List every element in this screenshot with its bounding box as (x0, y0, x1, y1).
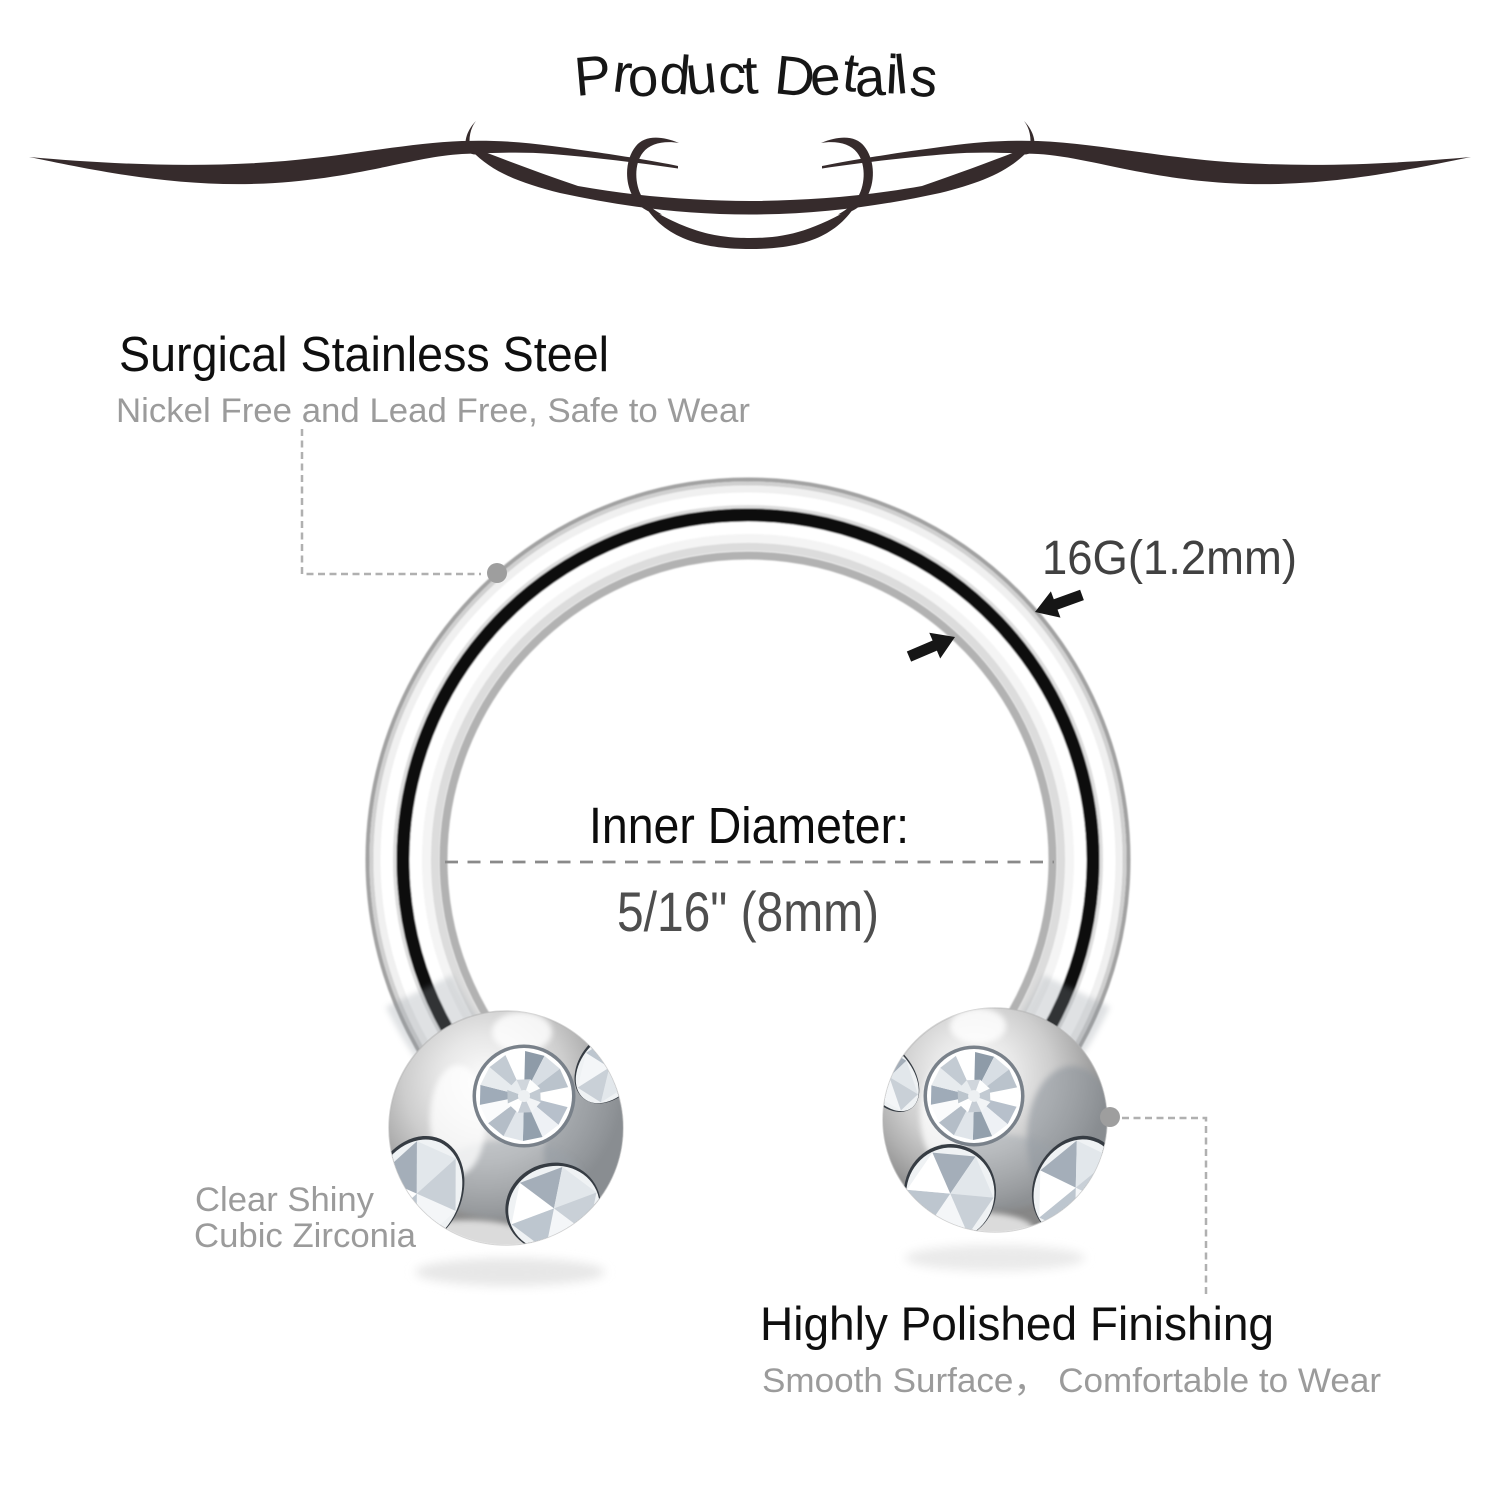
svg-text:Nickel Free and Lead Free, Saf: Nickel Free and Lead Free, Safe to Wear (116, 392, 750, 430)
svg-text:Smooth Surface， Comfortable t: Smooth Surface， Comfortable to Wear (762, 1362, 1381, 1400)
svg-text:Surgical Stainless Steel: Surgical Stainless Steel (119, 328, 609, 382)
svg-text:Cubic Zirconia: Cubic Zirconia (194, 1217, 416, 1255)
svg-text:Product Details: Product Details (572, 40, 941, 109)
svg-text:5/16" (8mm): 5/16" (8mm) (617, 880, 879, 943)
svg-text:Highly Polished Finishing: Highly Polished Finishing (760, 1297, 1274, 1350)
svg-text:Inner Diameter:: Inner Diameter: (589, 797, 909, 854)
svg-text:Clear Shiny: Clear Shiny (195, 1181, 374, 1219)
svg-text:16G(1.2mm): 16G(1.2mm) (1042, 532, 1297, 585)
